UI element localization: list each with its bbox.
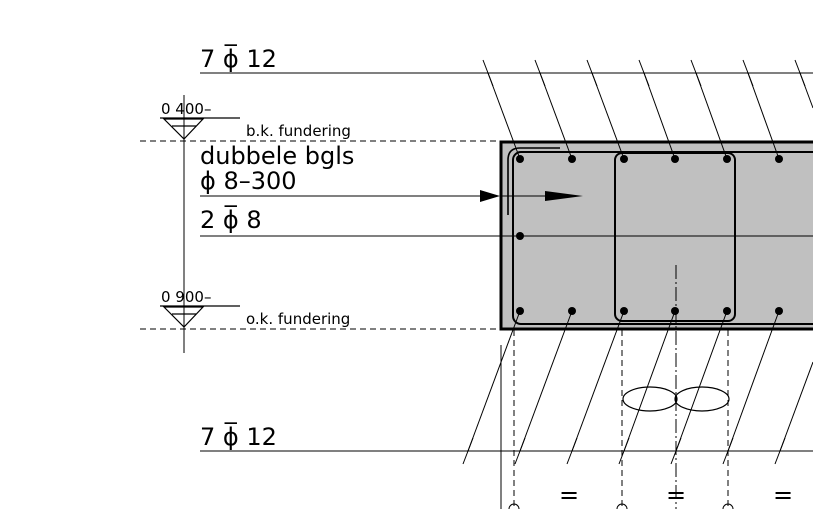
inner-stirrup bbox=[614, 152, 736, 322]
bottom-bars-leader bbox=[200, 310, 813, 465]
level-top-note: b.k. fundering bbox=[246, 122, 351, 140]
label-bottom-bars: 7 ϕ̅ 12 bbox=[200, 422, 277, 451]
dimension-nodes bbox=[508, 503, 734, 509]
label-stirrups-line1: dubbele bgls bbox=[200, 142, 354, 170]
equal-mark-2: = bbox=[666, 481, 686, 509]
equal-mark-1: = bbox=[559, 481, 579, 509]
level-bottom-note: o.k. fundering bbox=[246, 310, 350, 328]
level-top-value: 0 400– bbox=[161, 100, 211, 118]
level-marker-top bbox=[160, 117, 240, 140]
dimension-dashes bbox=[513, 330, 729, 509]
top-bars-leader bbox=[200, 59, 813, 160]
equal-mark-3: = bbox=[773, 481, 793, 509]
level-bottom-value: 0 900– bbox=[161, 288, 211, 306]
stirrup-hook bbox=[507, 147, 560, 215]
arrow-head-2 bbox=[545, 191, 583, 201]
label-stirrups-line2: ϕ 8–300 bbox=[200, 167, 297, 195]
arrow-head-1 bbox=[480, 190, 500, 202]
label-top-bars: 7 ϕ̅ 12 bbox=[200, 44, 277, 73]
stirrup-loops bbox=[622, 386, 730, 412]
level-marker-bottom bbox=[160, 305, 240, 328]
label-side-bars: 2 ϕ̅ 8 bbox=[200, 205, 262, 234]
